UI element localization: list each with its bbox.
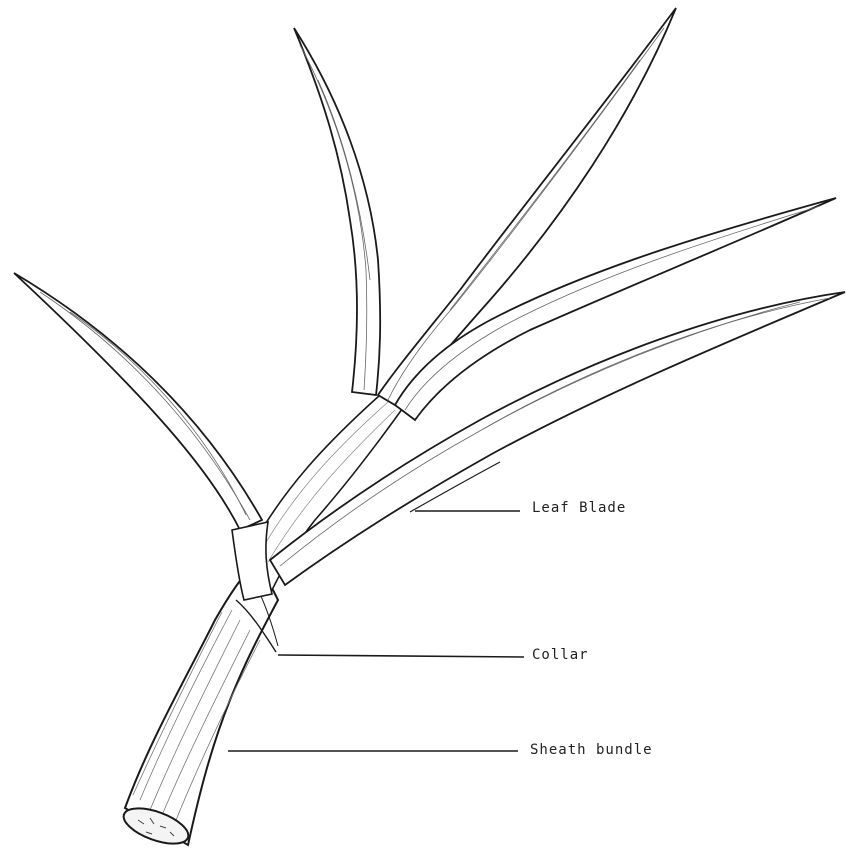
leaf-blade-straight [378, 8, 676, 408]
leaf-blade-left [14, 273, 272, 600]
label-sheath-bundle: Sheath bundle [530, 742, 653, 758]
label-leaf-blade: Leaf Blade [532, 500, 626, 516]
sheath-bundle [119, 560, 278, 851]
leaf-blade-tall [294, 28, 380, 395]
label-collar: Collar [532, 647, 589, 663]
callout-line-collar [278, 655, 524, 657]
